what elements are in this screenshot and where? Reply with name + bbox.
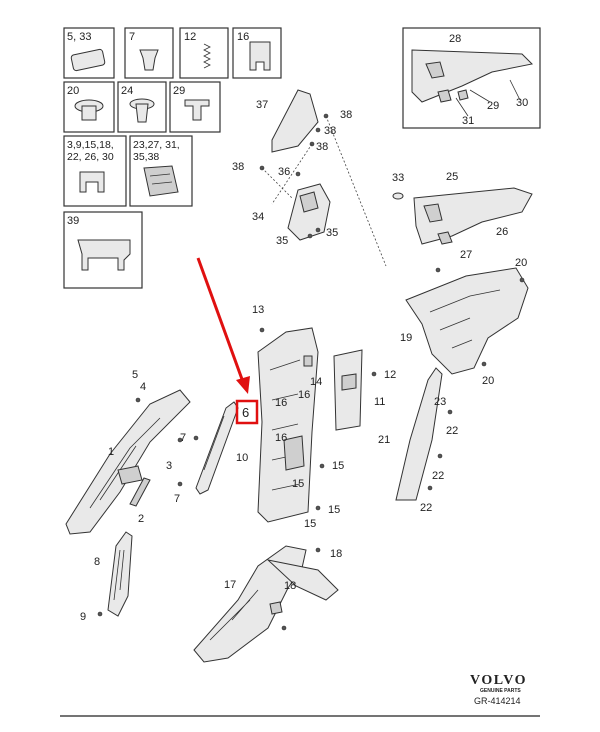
callout-6-highlight: 6	[235, 399, 259, 425]
svg-text:31: 31	[462, 115, 474, 127]
svg-text:7: 7	[174, 493, 180, 505]
svg-text:19: 19	[400, 332, 412, 344]
svg-text:7: 7	[180, 432, 186, 444]
svg-text:15: 15	[304, 518, 316, 530]
svg-text:35,38: 35,38	[133, 151, 159, 163]
svg-text:5, 33: 5, 33	[67, 31, 91, 43]
diagram-reference: GR-414214	[474, 696, 521, 706]
svg-text:8: 8	[94, 556, 100, 568]
svg-text:9: 9	[80, 611, 86, 623]
svg-text:22: 22	[420, 502, 432, 514]
legend-box-7: 7	[124, 27, 174, 79]
svg-text:18: 18	[284, 580, 296, 592]
svg-text:25: 25	[446, 171, 458, 183]
svg-text:15: 15	[292, 478, 304, 490]
part-21: 21 23 22 22 22	[378, 367, 458, 514]
svg-text:4: 4	[140, 381, 146, 393]
svg-text:38: 38	[340, 109, 352, 121]
legend-box-12: 12	[179, 27, 229, 79]
svg-text:16: 16	[298, 389, 310, 401]
part-34-mechanism: 36 34 35 35	[252, 166, 338, 247]
svg-text:21: 21	[378, 434, 390, 446]
svg-text:35: 35	[326, 227, 338, 239]
svg-text:15: 15	[328, 504, 340, 516]
svg-text:10: 10	[236, 452, 248, 464]
svg-text:3: 3	[166, 460, 172, 472]
svg-text:37: 37	[256, 99, 268, 111]
svg-text:7: 7	[129, 31, 135, 43]
legend-box-29: 29	[169, 81, 221, 133]
svg-text:14: 14	[310, 376, 322, 388]
svg-text:27: 27	[460, 249, 472, 261]
svg-text:13: 13	[252, 304, 264, 316]
inset-upper-trim: 28 29 30 31	[402, 27, 541, 129]
part-17: 17 18 18	[193, 545, 342, 663]
svg-text:22: 22	[432, 470, 444, 482]
svg-text:5: 5	[132, 369, 138, 381]
svg-text:39: 39	[67, 215, 79, 227]
svg-text:34: 34	[252, 211, 264, 223]
svg-text:1: 1	[108, 446, 114, 458]
svg-text:30: 30	[516, 97, 528, 109]
highlight-arrow	[196, 257, 250, 394]
svg-text:23,27, 31,: 23,27, 31,	[133, 139, 180, 151]
legend-box-3-9-15: 3,9,15,18, 22, 26, 30	[63, 135, 127, 207]
svg-text:28: 28	[449, 33, 461, 45]
part-1-pillar: 1 5 4 3 2 7	[65, 369, 191, 535]
svg-text:12: 12	[184, 31, 196, 43]
svg-text:38: 38	[316, 141, 328, 153]
svg-text:16: 16	[237, 31, 249, 43]
svg-text:11: 11	[374, 396, 385, 408]
legend-box-5-33: 5, 33	[63, 27, 115, 79]
svg-text:16: 16	[275, 432, 287, 444]
svg-text:22, 26, 30: 22, 26, 30	[67, 151, 114, 163]
svg-text:29: 29	[173, 85, 185, 97]
svg-text:12: 12	[384, 369, 396, 381]
svg-text:22: 22	[446, 425, 458, 437]
part-19: 19 20 20	[400, 257, 529, 387]
svg-text:20: 20	[482, 375, 494, 387]
svg-text:35: 35	[276, 235, 288, 247]
part-10-pillar: 13 14 16 16 16 10 15 15 15 15	[236, 304, 344, 530]
part-25-panel: 33 25 26 27	[392, 171, 533, 273]
svg-text:2: 2	[138, 513, 144, 525]
svg-text:15: 15	[332, 460, 344, 472]
svg-text:24: 24	[121, 85, 133, 97]
part-6-strip: 7	[180, 401, 239, 495]
svg-text:3,9,15,18,: 3,9,15,18,	[67, 139, 114, 151]
svg-text:33: 33	[392, 172, 404, 184]
svg-text:17: 17	[224, 579, 236, 591]
legend-box-24: 24	[117, 81, 167, 133]
svg-text:18: 18	[330, 548, 342, 560]
svg-text:26: 26	[496, 226, 508, 238]
svg-text:38: 38	[324, 125, 336, 137]
svg-text:29: 29	[487, 100, 499, 112]
part-8: 8 9	[80, 531, 133, 623]
brand-logo: VOLVO	[470, 673, 527, 688]
part-37: 37 38 38 38 38	[232, 89, 387, 267]
svg-text:23: 23	[434, 396, 446, 408]
brand-block: VOLVO GENUINE PARTS GR-414214	[470, 673, 527, 706]
svg-text:16: 16	[275, 397, 287, 409]
part-11-panel: 12 11	[333, 349, 396, 431]
legend-box-23-27: 23,27, 31, 35,38	[129, 135, 193, 207]
brand-subtitle: GENUINE PARTS	[480, 688, 521, 694]
legend-box-20: 20	[63, 81, 115, 133]
svg-text:6: 6	[242, 405, 249, 420]
svg-text:20: 20	[515, 257, 527, 269]
legend-box-39: 39	[63, 211, 143, 289]
svg-text:36: 36	[278, 166, 290, 178]
legend-box-16: 16	[232, 27, 282, 79]
svg-text:20: 20	[67, 85, 79, 97]
svg-text:38: 38	[232, 161, 244, 173]
